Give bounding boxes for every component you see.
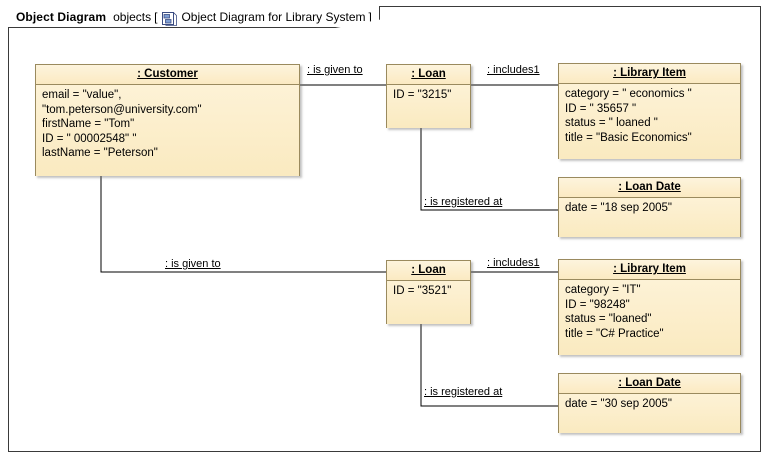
object-header-library-item-2: : Library Item: [559, 260, 740, 280]
diagram-bracket-open: [: [154, 9, 158, 24]
object-diagram-icon: [162, 11, 178, 26]
object-header-loan-date-2: : Loan Date: [559, 374, 740, 394]
object-body-library-item-2: category = "IT" ID = "98248" status = "l…: [559, 280, 740, 355]
object-node-loan-1[interactable]: : Loan ID = "3215": [386, 64, 471, 128]
object-title-loan-date-1: : Loan Date: [618, 181, 681, 193]
object-node-customer[interactable]: : Customer email = "value", "tom.peterso…: [35, 64, 300, 176]
object-header-loan-date-1: : Loan Date: [559, 178, 740, 198]
diagram-scope-label: objects: [113, 9, 152, 24]
link-label-loan-2-loan-date-2: : is registered at: [424, 386, 503, 398]
object-header-loan-1: : Loan: [387, 65, 470, 85]
object-slot: ID = "3215": [393, 89, 452, 101]
object-body-loan-2: ID = "3521": [387, 281, 470, 324]
object-body-library-item-1: category = " economics " ID = " 35657 " …: [559, 84, 740, 159]
object-title-library-item-2: : Library Item: [613, 263, 686, 275]
object-slot: lastName = "Peterson": [42, 147, 158, 159]
object-header-library-item-1: : Library Item: [559, 64, 740, 84]
link-label-loan-1-loan-date-1: : is registered at: [424, 196, 503, 208]
object-slot: ID = " 00002548" ": [42, 132, 137, 145]
object-body-loan-1: ID = "3215": [387, 85, 470, 128]
object-node-loan-date-1[interactable]: : Loan Date date = "18 sep 2005": [558, 177, 741, 237]
object-slot: status = "loaned": [565, 313, 652, 325]
object-body-loan-date-1: date = "18 sep 2005": [559, 198, 740, 237]
object-slot: ID = "98248": [565, 298, 630, 311]
object-slot: date = "30 sep 2005": [565, 398, 672, 410]
object-body-customer: email = "value", "tom.peterson@universit…: [36, 85, 299, 176]
object-node-loan-2[interactable]: : Loan ID = "3521": [386, 260, 471, 324]
object-slot: date = "18 sep 2005": [565, 202, 672, 214]
object-header-customer: : Customer: [36, 65, 299, 85]
link-label-customer-loan-2: : is given to: [165, 258, 221, 270]
object-slot: ID = "3521": [393, 285, 452, 297]
object-header-loan-2: : Loan: [387, 261, 470, 281]
object-slot: title = "Basic Economics": [565, 131, 692, 144]
object-slot: firstName = "Tom": [42, 118, 135, 130]
object-slot: "tom.peterson@university.com": [42, 103, 202, 116]
object-slot: category = " economics ": [565, 88, 692, 100]
object-node-loan-date-2[interactable]: : Loan Date date = "30 sep 2005": [558, 373, 741, 433]
object-title-library-item-1: : Library Item: [613, 67, 686, 79]
link-label-loan-2-library-item-2: : includes1: [487, 257, 540, 269]
link-label-loan-1-library-item-1: : includes1: [487, 64, 540, 76]
diagram-bracket-close: ]: [368, 9, 372, 24]
object-title-loan-2: : Loan: [411, 264, 446, 276]
object-title-loan-date-2: : Loan Date: [618, 377, 681, 389]
object-title-loan-1: : Loan: [411, 68, 446, 80]
object-node-library-item-2[interactable]: : Library Item category = "IT" ID = "982…: [558, 259, 741, 355]
link-label-customer-loan-1: : is given to: [307, 64, 363, 76]
object-body-loan-date-2: date = "30 sep 2005": [559, 394, 740, 433]
object-node-library-item-1[interactable]: : Library Item category = " economics " …: [558, 63, 741, 159]
object-slot: ID = " 35657 ": [565, 102, 637, 115]
diagram-kind-label: Object Diagram: [16, 9, 107, 24]
object-slot: category = "IT": [565, 284, 641, 296]
object-slot: email = "value",: [42, 89, 122, 101]
object-slot: status = " loaned ": [565, 117, 658, 129]
diagram-name-label: Object Diagram for Library System: [181, 9, 366, 24]
object-slot: title = "C# Practice": [565, 327, 664, 340]
object-title-customer: : Customer: [137, 68, 198, 80]
diagram-frame-header: Object Diagram objects [ Object Diagram …: [8, 6, 380, 28]
